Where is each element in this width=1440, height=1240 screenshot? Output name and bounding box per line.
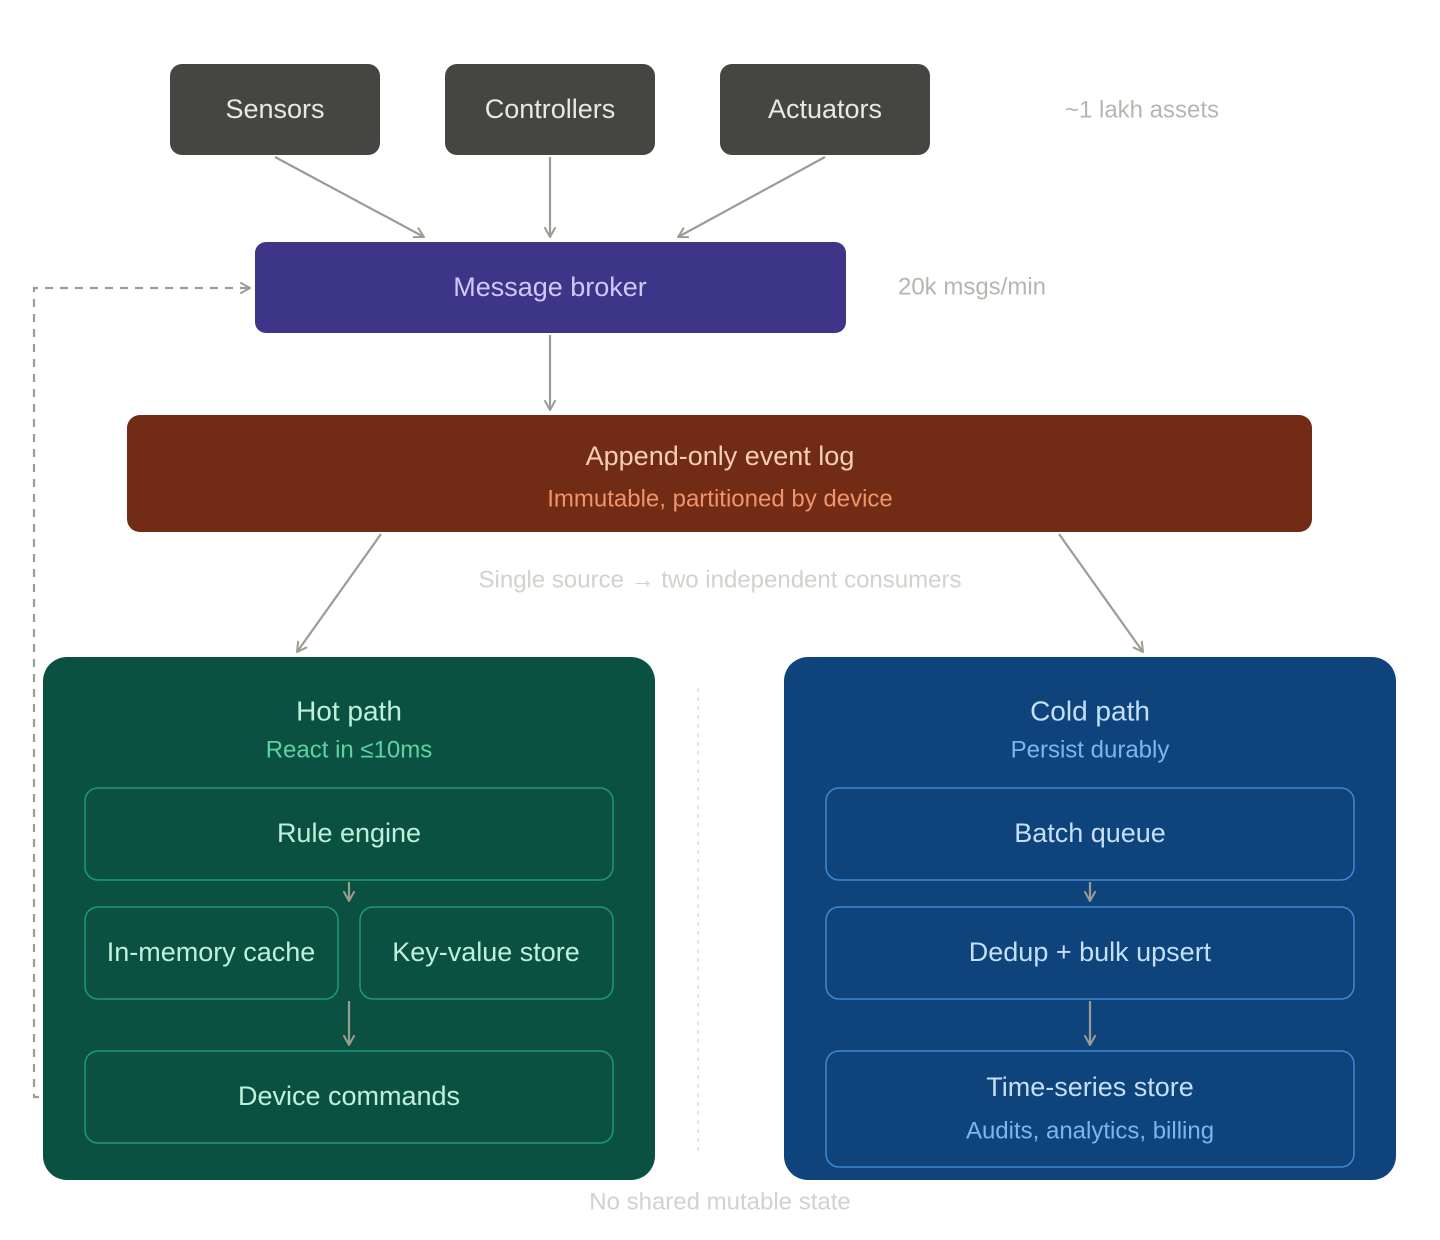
event-log-node: Append-only event log Immutable, partiti… (127, 415, 1312, 532)
assets-note: ~1 lakh assets (1065, 96, 1219, 123)
device-commands-label: Device commands (238, 1081, 460, 1111)
time-series-store-node: Time-series store Audits, analytics, bil… (825, 1050, 1355, 1168)
in-memory-cache-node: In-memory cache (84, 906, 339, 1000)
dedup-upsert-node: Dedup + bulk upsert (825, 906, 1355, 1000)
key-value-store-label: Key-value store (392, 937, 580, 967)
arrow-log-to-cold-path (1058, 533, 1144, 653)
batch-queue-label: Batch queue (1014, 818, 1166, 848)
feedback-dashed-loop (32, 282, 251, 1099)
broker-rate-note: 20k msgs/min (898, 273, 1046, 300)
cold-path-panel: Cold path Persist durably Batch queue De… (784, 657, 1396, 1180)
message-broker-label: Message broker (453, 272, 647, 302)
key-value-store-node: Key-value store (359, 906, 614, 1000)
hot-path-title: Hot path (296, 695, 402, 726)
message-broker-node: Message broker (255, 242, 846, 333)
arrow-sensors-to-broker (274, 156, 425, 239)
arrow-actuators-to-broker (677, 156, 826, 239)
in-memory-cache-label: In-memory cache (107, 937, 316, 967)
source-node-actuators: Actuators (720, 64, 930, 155)
actuators-label: Actuators (768, 94, 882, 124)
batch-queue-node: Batch queue (825, 787, 1355, 881)
fanout-note: Single source → two independent consumer… (479, 566, 962, 593)
event-log-subtitle: Immutable, partitioned by device (547, 485, 893, 512)
cold-path-title: Cold path (1030, 695, 1150, 726)
footer-note: No shared mutable state (589, 1188, 850, 1215)
time-series-store-label: Time-series store (986, 1072, 1194, 1102)
source-node-sensors: Sensors (170, 64, 380, 155)
arrow-log-to-hot-path (296, 533, 382, 653)
dedup-upsert-label: Dedup + bulk upsert (969, 937, 1212, 967)
rule-engine-label: Rule engine (277, 818, 421, 848)
time-series-store-subtitle: Audits, analytics, billing (966, 1117, 1214, 1144)
source-node-controllers: Controllers (445, 64, 655, 155)
cold-path-subtitle: Persist durably (1011, 736, 1170, 763)
hot-path-panel: Hot path React in ≤10ms Rule engine In-m… (43, 657, 655, 1180)
rule-engine-node: Rule engine (84, 787, 614, 881)
sensors-label: Sensors (225, 94, 324, 124)
event-log-title: Append-only event log (586, 441, 855, 471)
controllers-label: Controllers (485, 94, 616, 124)
device-commands-node: Device commands (84, 1050, 614, 1144)
hot-path-subtitle: React in ≤10ms (266, 736, 433, 763)
